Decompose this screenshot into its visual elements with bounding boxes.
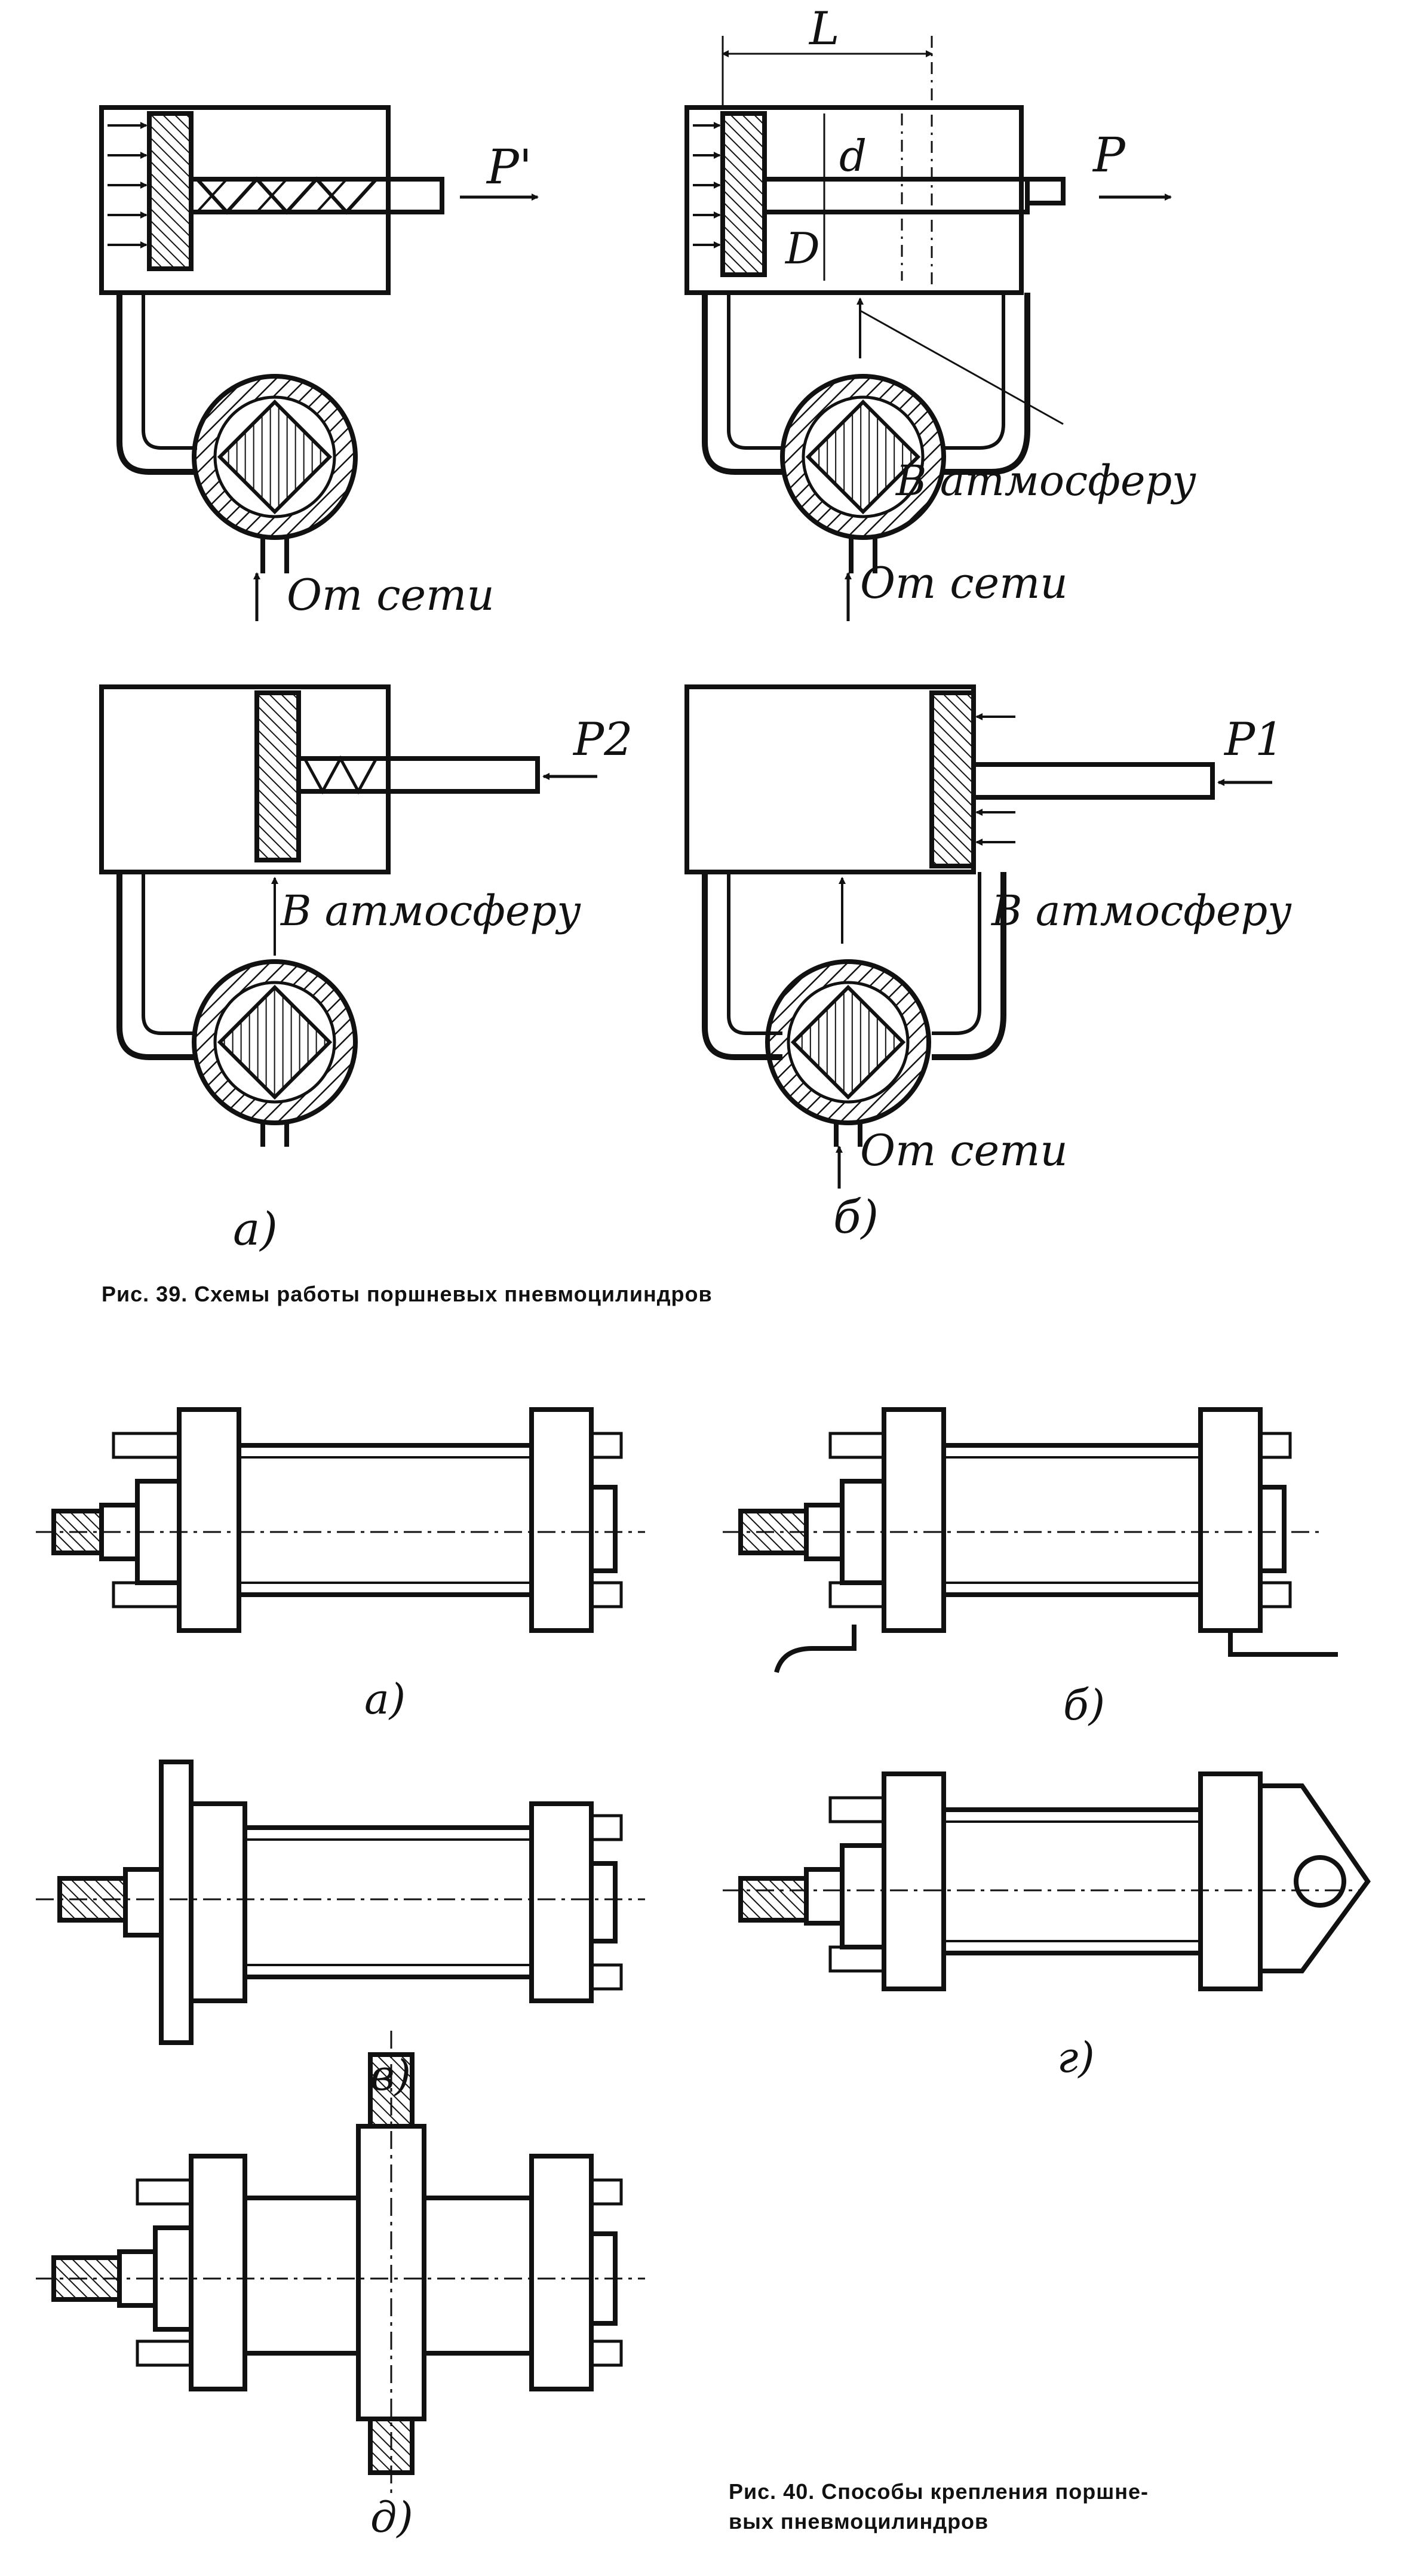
variant-label-b: б) [833, 1190, 879, 1244]
force-label-p-prime: P' [487, 139, 532, 195]
figure-40-caption-line1: Рис. 40. Способы крепления поршне- [729, 2479, 1149, 2504]
force-label-p: P [1093, 127, 1125, 183]
fig39-b-bottom-cylinder [684, 684, 1272, 1060]
fig40-variant-v: в) [370, 2051, 412, 2100]
from-network-label-b-top: От сети [860, 558, 1068, 608]
fig40-g-cylinder [723, 1771, 1371, 1991]
to-atmosphere-label-b-top: В атмосферу [896, 456, 1196, 505]
fig39-a-bottom-valve [192, 959, 358, 1147]
figure-39-caption: Рис. 39. Схемы работы поршневых пневмоци… [102, 1282, 713, 1306]
force-label-p2: P2 [573, 713, 633, 766]
fig39-a-top-cylinder [99, 105, 539, 475]
fig40-variant-d: д) [370, 2493, 413, 2542]
fig40-a-cylinder [36, 1407, 645, 1633]
fig40-d-cylinder [36, 2031, 645, 2497]
fig40-variant-a: а) [364, 1675, 406, 1724]
variant-label-a: а) [233, 1202, 278, 1255]
fig39-b-bottom-valve [765, 959, 931, 1189]
dimension-label-d: d [839, 131, 867, 181]
to-atmosphere-label-a-bottom: В атмосферу [281, 886, 581, 935]
figure-40-caption-line2: вых пневмоцилиндров [729, 2509, 989, 2534]
dimension-label-D: D [785, 223, 820, 274]
fig40-v-cylinder [36, 1760, 645, 2045]
from-network-label-a-top: От сети [287, 570, 495, 620]
fig39-a-top-valve [192, 374, 358, 621]
fig40-b-cylinder [723, 1407, 1338, 1674]
fig39-b-top-valve [780, 374, 946, 621]
dimension-label-l: L [809, 2, 840, 55]
fig39-a-bottom-cylinder [99, 684, 597, 1060]
from-network-label-b-bottom: От сети [860, 1125, 1068, 1175]
to-atmosphere-label-b-bottom: В атмосферу [991, 886, 1292, 935]
fig39-b-top-cylinder [684, 36, 1172, 475]
fig40-variant-b: б) [1063, 1681, 1106, 1730]
force-label-p1: P1 [1224, 713, 1284, 766]
fig40-variant-g: г) [1057, 2033, 1095, 2082]
